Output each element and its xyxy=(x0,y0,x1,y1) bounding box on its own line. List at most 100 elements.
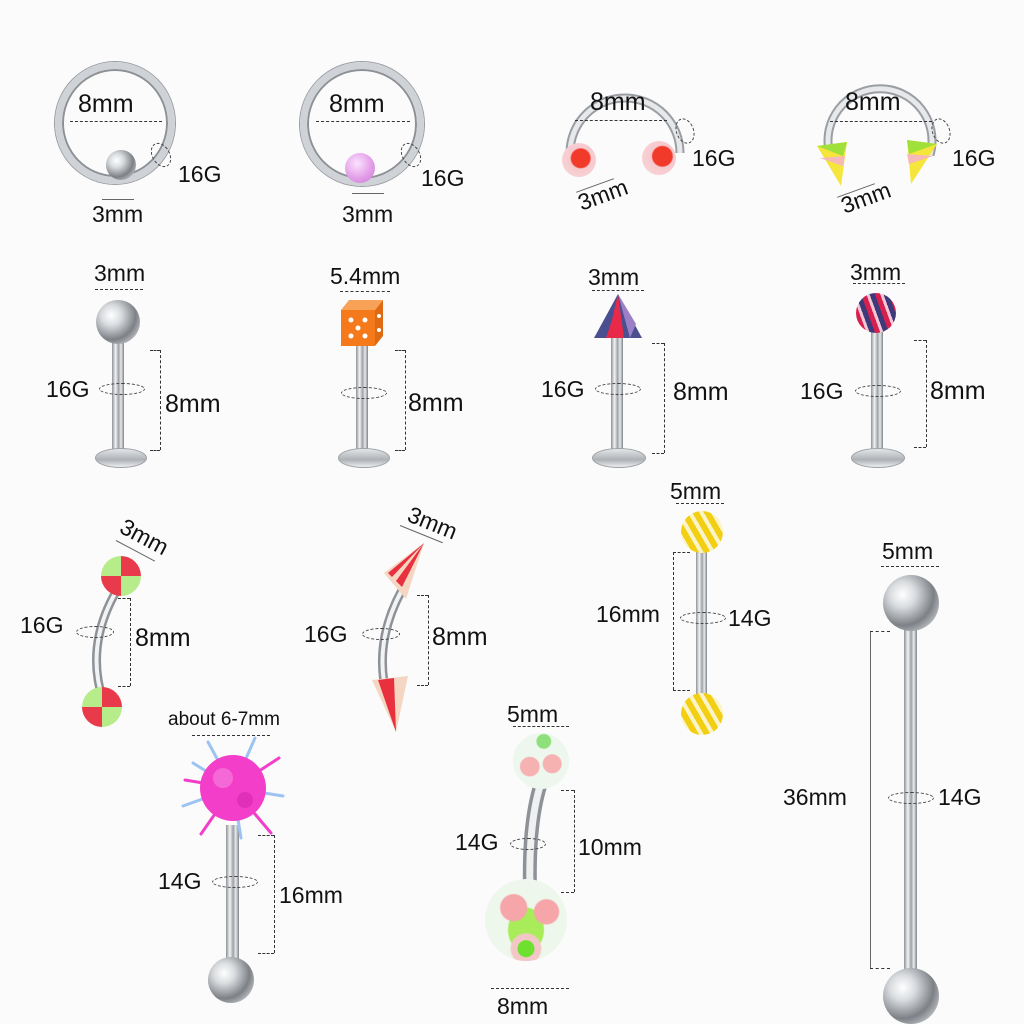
gauge-label: 16G xyxy=(692,145,736,171)
flat-back-disc xyxy=(338,448,390,468)
curved-bar xyxy=(92,587,121,702)
length-tick-bottom xyxy=(258,953,274,954)
red-bead-left xyxy=(562,143,596,177)
gauge-label: 16G xyxy=(20,612,64,638)
length-dimension-line xyxy=(160,350,161,450)
green-spike-right xyxy=(907,140,937,184)
pink-bead xyxy=(345,153,375,183)
pink-fuzzy-ball xyxy=(181,736,285,840)
length-dimension-line xyxy=(405,350,406,450)
bottom-size-label: 8mm xyxy=(497,993,549,1019)
length-dimension-line xyxy=(926,340,927,447)
top-dimension-line xyxy=(592,290,644,291)
yellow-striped-ball-top xyxy=(681,511,723,553)
ring-body xyxy=(55,62,175,184)
orange-dice xyxy=(341,300,383,346)
top-size-label: about 6-7mm xyxy=(168,709,280,730)
horseshoe-body xyxy=(565,93,685,154)
diameter-dimension-line xyxy=(575,120,667,121)
length-dimension-line xyxy=(664,343,665,453)
gauge-ellipse-icon xyxy=(76,626,114,638)
length-label: 8mm xyxy=(165,390,221,418)
red-cream-spike-top xyxy=(384,543,424,599)
length-tick-top xyxy=(673,552,690,553)
labret-post xyxy=(611,335,623,455)
flat-back-disc xyxy=(95,448,147,468)
length-label: 16mm xyxy=(596,601,660,627)
gauge-label: 14G xyxy=(455,829,499,855)
top-size-label: 5mm xyxy=(507,701,559,727)
horseshoe-body xyxy=(823,84,937,157)
length-tick-bottom xyxy=(118,686,130,687)
gauge-label: 14G xyxy=(938,784,982,810)
diameter-dimension-line xyxy=(70,121,162,122)
bead-dimension-line xyxy=(352,193,384,194)
red-bead-right xyxy=(642,141,676,175)
flat-back-disc xyxy=(592,448,646,468)
gauge-label: 16G xyxy=(421,165,465,191)
diameter-label: 8mm xyxy=(329,90,385,118)
diameter-label: 8mm xyxy=(845,88,901,116)
green-spike-left xyxy=(817,142,847,186)
patterned-ball-top xyxy=(513,733,569,789)
flat-back-disc xyxy=(851,448,905,468)
length-tick-bottom xyxy=(395,450,405,451)
length-tick-bottom xyxy=(150,450,160,451)
top-size-label: 3mm xyxy=(850,259,902,285)
length-tick-bottom xyxy=(561,892,574,893)
steel-ball-bottom xyxy=(883,968,939,1024)
length-label: 8mm xyxy=(135,624,191,652)
top-size-label: 3mm xyxy=(588,264,640,290)
gauge-ellipse-icon xyxy=(362,628,400,640)
gauge-ellipse-icon xyxy=(341,387,387,399)
gauge-ellipse-icon xyxy=(212,876,258,888)
bead-dimension-line xyxy=(881,566,939,567)
length-tick-top xyxy=(561,790,574,791)
diameter-label: 8mm xyxy=(590,88,646,116)
length-dimension-line xyxy=(673,552,674,690)
gauge-label: 14G xyxy=(158,868,202,894)
bead-size-label: 5mm xyxy=(882,538,934,564)
gauge-ellipse-icon xyxy=(855,385,901,397)
yellow-striped-ball-bottom xyxy=(681,693,723,735)
steel-ball xyxy=(96,300,140,344)
length-label: 8mm xyxy=(432,623,488,651)
barbell-bar xyxy=(226,825,239,965)
gauge-ellipse-icon xyxy=(99,383,145,395)
gauge-ellipse-icon xyxy=(680,612,726,624)
gauge-label: 16G xyxy=(178,161,222,187)
top-dimension-line xyxy=(192,735,270,736)
length-dimension-line xyxy=(130,598,131,686)
gauge-ellipse-icon xyxy=(595,383,641,395)
length-tick-top xyxy=(652,343,664,344)
length-label: 8mm xyxy=(930,377,986,405)
bottom-dimension-line xyxy=(491,988,569,989)
bead-size-label: 5mm xyxy=(670,478,722,504)
bead-dimension-line xyxy=(102,199,134,200)
gauge-ellipse-icon xyxy=(888,792,934,804)
gauge-ellipse-icon xyxy=(510,838,546,850)
length-tick-bottom xyxy=(417,685,428,686)
gauge-label: 16G xyxy=(46,376,90,402)
diameter-label: 8mm xyxy=(78,90,134,118)
striped-ball xyxy=(856,293,896,333)
length-label: 36mm xyxy=(783,784,847,810)
gauge-label: 16G xyxy=(304,621,348,647)
length-tick-bottom xyxy=(673,690,690,691)
patterned-ball-bottom xyxy=(485,879,567,961)
length-tick-top xyxy=(118,598,130,599)
red-cream-spike-bottom xyxy=(372,676,408,732)
gauge-label: 16G xyxy=(800,378,844,404)
length-tick-top xyxy=(395,350,405,351)
top-size-label: 5.4mm xyxy=(330,263,401,289)
red-green-ball-bottom xyxy=(82,687,122,727)
length-dimension-line xyxy=(274,835,275,953)
steel-ball-top xyxy=(883,575,939,631)
top-dimension-line xyxy=(95,289,143,290)
length-tick-top xyxy=(258,835,274,836)
length-tick-top xyxy=(870,631,890,632)
purple-red-spike xyxy=(594,294,642,338)
top-size-label: 3mm xyxy=(94,260,146,286)
length-label: 10mm xyxy=(578,834,642,860)
length-tick-top xyxy=(150,350,160,351)
